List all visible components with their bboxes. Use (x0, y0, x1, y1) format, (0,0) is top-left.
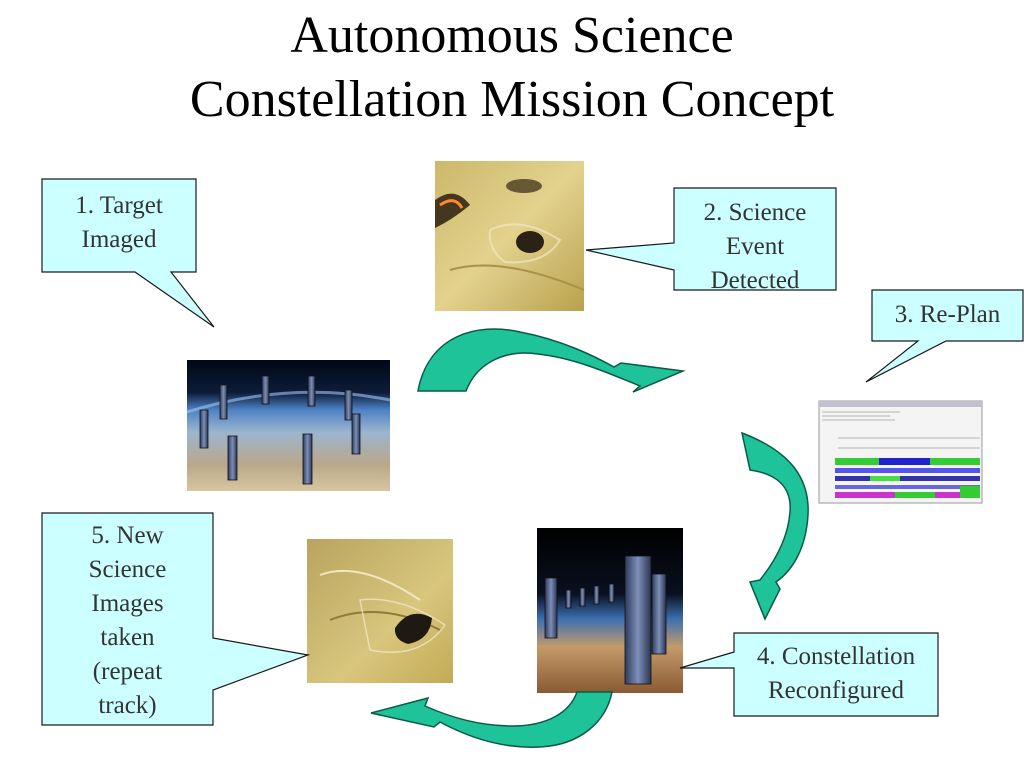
step-4-label: 4. Constellation Reconfigured (734, 640, 938, 708)
cycle-arrow-top (417, 328, 686, 393)
callout-step-3 (865, 289, 1024, 383)
step-1-line: 1. Target (75, 192, 163, 219)
io-surface-image-top (435, 161, 585, 311)
step-5-line: track) (98, 692, 157, 719)
cycle-arrow-right (740, 431, 809, 621)
io-surface-image-bottom (307, 539, 453, 683)
step-5-line: Images (91, 590, 164, 617)
step-2-label: 2. Science Event Detected (674, 196, 836, 298)
title-line-1: Autonomous Science (290, 7, 734, 64)
callout-step-4 (679, 632, 939, 717)
step-1-line: Imaged (81, 226, 157, 253)
step-4-line: 4. Constellation (756, 643, 916, 670)
slide-title: Autonomous Science Constellation Mission… (0, 4, 1024, 132)
replan-timeline-image (818, 400, 983, 504)
step-2-line: 2. Science (703, 199, 807, 226)
step-1-label: 1. Target Imaged (42, 189, 196, 257)
step-5-line: Science (88, 556, 167, 583)
step-5-line: (repeat (92, 658, 163, 685)
step-2-line: Event (725, 233, 785, 260)
step-5-label: 5. New Science Images taken (repeat trac… (42, 519, 213, 723)
constellation-earth-image (186, 360, 391, 491)
title-line-2: Constellation Mission Concept (189, 71, 835, 128)
step-4-line: Reconfigured (767, 677, 905, 704)
step-3-label: 3. Re-Plan (872, 298, 1023, 332)
callout-step-2 (585, 187, 837, 291)
step-5-line: 5. New (91, 522, 164, 549)
cycle-arrow-bottom (370, 691, 613, 748)
step-2-line: Detected (710, 267, 800, 294)
callout-step-5 (41, 512, 311, 726)
callout-step-1 (41, 178, 215, 328)
step-5-line: taken (100, 624, 155, 651)
constellation-reconfigured-image (537, 528, 683, 693)
step-3-line: 3. Re-Plan (894, 301, 1001, 328)
